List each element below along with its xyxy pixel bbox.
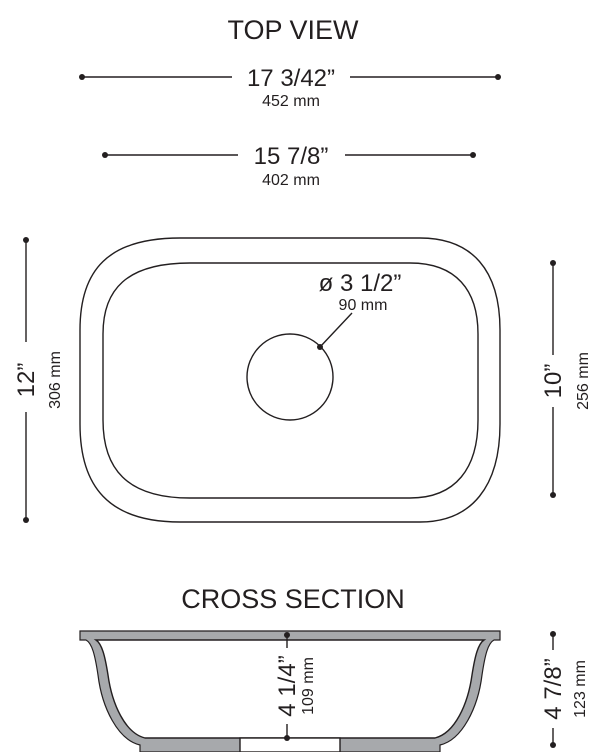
bowl-height-imperial: 4 1/4”: [274, 655, 301, 716]
drain-metric: 90 mm: [339, 297, 388, 314]
overall-height-metric: 123 mm: [572, 660, 589, 718]
bowl-height-metric: 109 mm: [300, 657, 317, 715]
overall-width-metric: 452 mm: [262, 93, 320, 110]
sink-cross-section-cavity: [93, 639, 487, 739]
bowl-height-dimension: 4 1/4” 109 mm: [274, 632, 317, 741]
overall-depth-metric: 306 mm: [47, 351, 64, 409]
overall-width-imperial: 17 3/42”: [247, 65, 335, 92]
overall-height-dimension: 4 7/8” 123 mm: [540, 631, 589, 748]
cross-section-title: CROSS SECTION: [181, 584, 405, 614]
overall-depth-dimension: 12” 306 mm: [13, 237, 64, 523]
bowl-width-imperial: 15 7/8”: [254, 143, 329, 170]
bowl-width-metric: 402 mm: [262, 172, 320, 189]
drain-hole: [246, 333, 334, 421]
bowl-depth-metric: 256 mm: [575, 352, 592, 410]
bowl-depth-imperial: 10”: [540, 364, 567, 399]
overall-depth-imperial: 12”: [13, 363, 40, 398]
overall-width-dimension: 17 3/42” 452 mm: [79, 65, 501, 110]
drain-dimension: ø 3 1/2” 90 mm: [317, 270, 401, 350]
overall-height-imperial: 4 7/8”: [540, 658, 567, 719]
bowl-depth-dimension: 10” 256 mm: [540, 260, 592, 498]
drain-opening-section: [239, 737, 341, 752]
top-view-title: TOP VIEW: [227, 15, 359, 45]
drain-imperial: ø 3 1/2”: [319, 270, 402, 297]
bowl-width-dimension: 15 7/8” 402 mm: [102, 143, 476, 189]
